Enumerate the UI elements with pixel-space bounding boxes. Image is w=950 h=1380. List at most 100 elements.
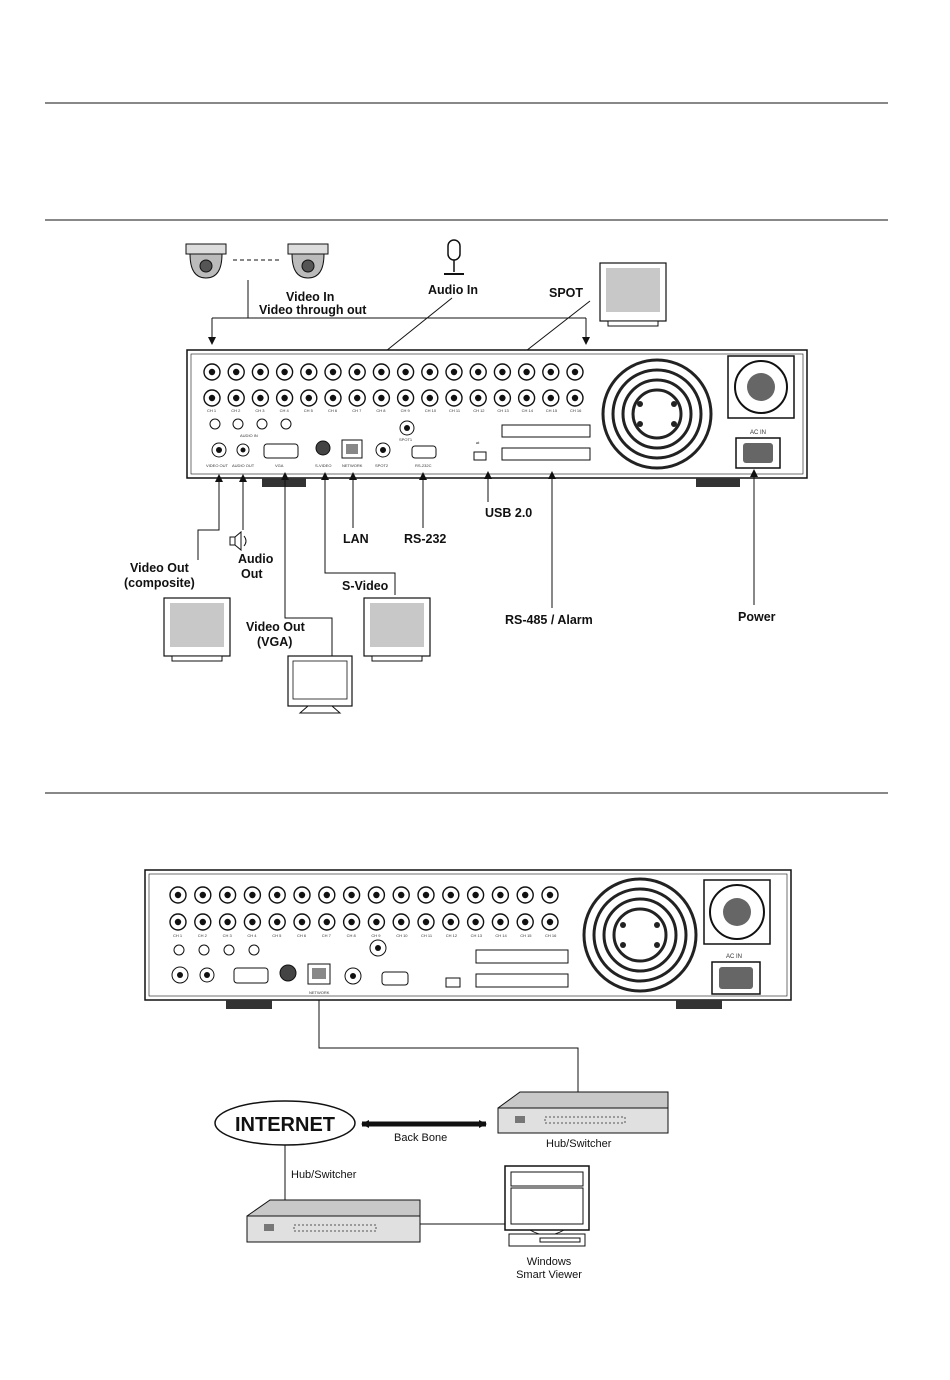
label-svideo: S-Video [342,579,389,593]
label-video-through-out: Video through out [259,303,367,317]
bnc-pin [373,918,380,926]
bnc-pin [298,891,306,899]
channel-label: CH 8 [347,933,357,938]
psu-fan-top [727,355,795,419]
bnc-pin [472,918,479,926]
channel-label: CH 13 [471,933,483,938]
microphone-icon [444,239,464,275]
bnc-pin [450,368,458,376]
bnc-pin [475,394,482,402]
bnc-pin [373,891,380,899]
bnc-pin [402,368,409,376]
bnc-pin [422,891,430,899]
channel-label: CH 15 [520,933,532,938]
bnc-pin [281,368,288,376]
channel-label: CH 14 [495,933,507,938]
channel-label: CH 10 [425,408,437,413]
bnc-pin [233,368,240,376]
channel-label: CH 2 [231,408,241,413]
label-video-out-composite-2: (composite) [124,576,195,590]
channel-label: CH 10 [396,933,408,938]
viewer-label-2: Smart Viewer [516,1269,582,1281]
spot1-port [399,420,415,436]
audio-in-ports [209,418,292,430]
power-socket-top [735,437,781,469]
label-spot: SPOT [549,286,583,300]
viewer-label-1: Windows [527,1256,572,1268]
label-video-in: Video In [286,290,334,304]
bnc-pin [571,368,579,376]
bnc-pin [571,394,579,402]
bnc-pin [323,918,330,926]
camera-icon-right [287,243,329,279]
bnc-pin [547,368,554,376]
bnc-pin [378,368,385,376]
label-rs485-alarm: RS-485 / Alarm [505,613,593,627]
bnc-pin [522,918,529,926]
bnc-pin [450,394,458,402]
bnc-pin [426,368,433,376]
bnc-pin [497,918,504,926]
camera-icon-left [185,243,227,279]
rs232c-port [411,445,437,459]
channel-label: CH 1 [207,408,217,413]
computer-monitor-icon [504,1165,590,1247]
network-port [341,439,363,459]
label-rs232: RS-232 [404,532,446,546]
audio-out-port-label: AUDIO OUT [232,463,255,468]
bnc-pin [402,394,409,402]
label-audio-out-2: Out [241,567,263,581]
channel-label: CH 12 [473,408,485,413]
bnc-pin [174,891,182,899]
bnc-pin [354,394,361,402]
bnc-pin [224,918,231,926]
bnc-pin [426,394,433,402]
bnc-pin [348,891,355,899]
channel-label: CH 4 [247,933,257,938]
bnc-pin [472,891,479,899]
label-video-out-vga-2: (VGA) [257,635,292,649]
bnc-pin [298,918,306,926]
bnc-pin [323,891,330,899]
channel-label: CH 11 [421,933,433,938]
bnc-pin [499,394,506,402]
channel-label: CH 6 [328,408,338,413]
channel-label: CH 1 [173,933,183,938]
psu-fan-bottom [703,879,771,945]
bnc-pin [281,394,288,402]
video-out-port [211,442,227,458]
channel-label: CH 13 [497,408,509,413]
bnc-pin [475,368,482,376]
bnc-pin [257,368,264,376]
composite-monitor-icon [163,597,231,662]
speaker-icon [229,530,247,552]
power-socket-bottom [711,961,761,995]
hub-left-label: Hub/Switcher [291,1169,357,1181]
channel-label: CH 15 [546,408,558,413]
bnc-pin [447,891,454,899]
bnc-pin [547,394,554,402]
bnc-pin [274,891,281,899]
channel-label: CH 12 [446,933,458,938]
channel-label: CH 5 [272,933,282,938]
svg-text:⇌: ⇌ [476,440,480,445]
channel-label: CH 3 [223,933,233,938]
channel-label: CH 9 [371,933,381,938]
channel-label: CH 16 [570,408,582,413]
bnc-pin [233,394,240,402]
audio-in-port-label: AUDIO IN [240,433,258,438]
spot2-port [375,442,391,458]
bnc-pin [422,918,430,926]
spot2-port-label: SPOT2 [375,463,389,468]
channel-label: CH 7 [322,933,332,938]
label-power: Power [738,610,776,624]
label-usb: USB 2.0 [485,506,532,520]
bnc-pin [329,368,337,376]
bnc-pin [305,368,312,376]
label-lan: LAN [343,532,369,546]
channel-label: CH 11 [449,408,461,413]
hub-left-icon [246,1199,421,1243]
